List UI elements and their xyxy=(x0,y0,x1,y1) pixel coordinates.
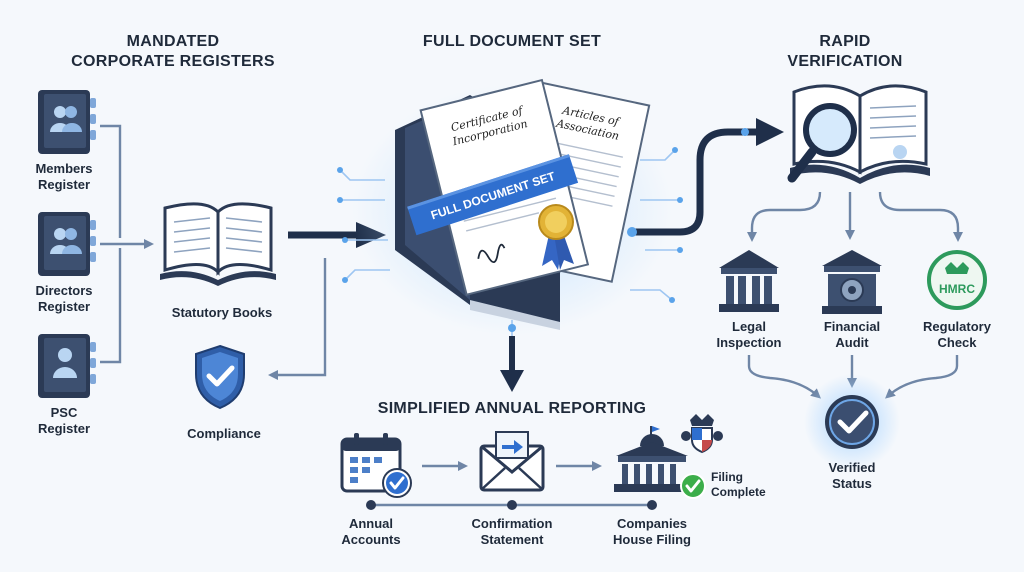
gold-seal-icon xyxy=(538,204,574,270)
statutory-books-open-book-icon xyxy=(160,202,276,286)
annual-accounts-label-line2: Accounts xyxy=(341,532,400,547)
books-to-compliance-arrow xyxy=(268,258,327,380)
regulatory-check-label-line1: Regulatory xyxy=(923,319,992,334)
directors-register-label-line1: Directors xyxy=(35,283,92,298)
compliance-shield-icon xyxy=(195,344,245,410)
psc-register-label-line1: PSC xyxy=(51,405,78,420)
connector-node xyxy=(627,227,637,237)
confirmation-statement-label-line1: Confirmation xyxy=(472,516,553,531)
filing-complete-label-line1: Filing xyxy=(711,470,743,484)
companies-house-label-line1: Companies xyxy=(617,516,687,531)
heading-verification-line2: VERIFICATION xyxy=(787,53,902,70)
courthouse-icon xyxy=(719,250,779,312)
financial-audit-label-line1: Financial xyxy=(824,319,880,334)
members-register-label-line1: Members xyxy=(35,161,92,176)
confirmation-statement-label-line2: Statement xyxy=(481,532,545,547)
annual-accounts-label-line1: Annual xyxy=(349,516,393,531)
regulatory-check-label-line2: Check xyxy=(937,335,977,350)
heading-annual-reporting: SIMPLIFIED ANNUAL REPORTING xyxy=(378,400,647,417)
legal-inspection-label-line1: Legal xyxy=(732,319,766,334)
members-register-book-icon xyxy=(38,90,96,154)
financial-audit-label-line2: Audit xyxy=(835,335,869,350)
verification-to-regulatory-arrow xyxy=(878,191,963,242)
directors-register-book-icon xyxy=(38,212,96,276)
regulatory-to-verified-arrow xyxy=(885,355,959,399)
heading-registers-line2: CORPORATE REGISTERS xyxy=(71,53,275,70)
royal-crest-icon xyxy=(681,414,723,454)
companies-house-building-icon xyxy=(614,426,690,492)
legal-inspection-label-line2: Inspection xyxy=(716,335,781,350)
circuit-lines xyxy=(337,147,683,345)
document-set-to-verification-arrowhead xyxy=(756,118,784,146)
connector-node-right xyxy=(741,128,749,136)
bank-vault-icon xyxy=(822,250,882,314)
heading-verification-line1: RAPID xyxy=(819,33,870,50)
companies-house-label-line2: House Filing xyxy=(613,532,691,547)
heading-document-set: FULL DOCUMENT SET xyxy=(423,33,601,50)
heading-registers-line1: MANDATED xyxy=(127,33,220,50)
hmrc-badge-text: HMRC xyxy=(939,282,975,296)
filing-complete-check-icon xyxy=(680,473,706,499)
envelope-arrow-icon xyxy=(479,431,545,492)
verified-status-label-line1: Verified xyxy=(829,460,876,475)
calendar-check-icon xyxy=(340,433,412,498)
statutory-books-label: Statutory Books xyxy=(172,305,272,320)
psc-register-label-line2: Register xyxy=(38,421,90,436)
verified-check-icon xyxy=(825,395,879,449)
verified-status-label-line2: Status xyxy=(832,476,872,491)
directors-register-label-line2: Register xyxy=(38,299,90,314)
document-set-to-verification-arrow xyxy=(632,128,760,236)
compliance-label: Compliance xyxy=(187,426,261,441)
document-set-to-annual-arrowhead xyxy=(500,370,524,392)
psc-register-book-icon xyxy=(38,334,96,398)
members-register-label-line2: Register xyxy=(38,177,90,192)
hmrc-badge-icon: HMRC xyxy=(927,250,987,310)
filing-complete-label-line2: Complete xyxy=(711,485,766,499)
timeline-node-accounts xyxy=(366,500,376,510)
verification-to-legal-arrow xyxy=(747,191,822,242)
psc-to-books-connector xyxy=(100,248,122,364)
timeline-node-filing xyxy=(647,500,657,510)
timeline-node-confirmation xyxy=(507,500,517,510)
verification-open-book-magnifier-icon xyxy=(787,84,930,184)
signature-mark xyxy=(477,243,506,263)
legal-to-verified-arrow xyxy=(747,355,821,399)
members-to-books-connector xyxy=(100,124,122,238)
